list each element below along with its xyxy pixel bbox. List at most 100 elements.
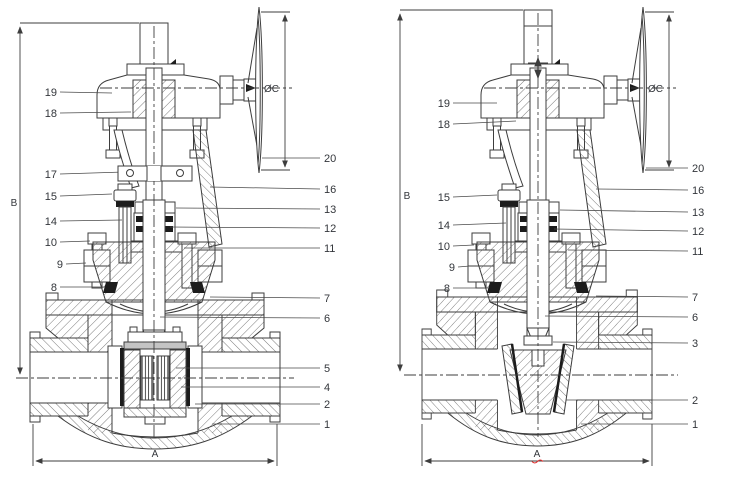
callout-label: 2 xyxy=(692,395,698,407)
dimension-b: B xyxy=(11,22,139,375)
callout-label: 6 xyxy=(692,312,698,324)
callout-label: 12 xyxy=(324,223,336,235)
callout-4: 4 xyxy=(181,382,330,394)
callout-5: 5 xyxy=(176,363,330,375)
callout-16: 16 xyxy=(595,185,704,197)
dimension-b: B xyxy=(397,9,523,372)
callout-1: 1 xyxy=(212,419,330,431)
callout-label: 20 xyxy=(324,153,336,165)
callout-label: 14 xyxy=(45,216,57,228)
callout-16: 16 xyxy=(209,184,336,196)
callout-10: 10 xyxy=(438,241,475,253)
callout-19: 19 xyxy=(438,98,497,110)
callout-10: 10 xyxy=(45,237,91,249)
callout-18: 18 xyxy=(45,108,132,120)
callout-label: 2 xyxy=(324,399,330,411)
callout-label: 7 xyxy=(692,292,698,304)
callout-2: 2 xyxy=(566,395,698,407)
dim-b-label: B xyxy=(11,198,18,209)
callout-7: 7 xyxy=(595,292,698,304)
callout-label: 8 xyxy=(51,282,57,294)
callout-15: 15 xyxy=(438,192,498,204)
callout-2: 2 xyxy=(195,399,330,411)
centerlines xyxy=(404,13,678,437)
dim-a-label: A xyxy=(534,449,541,460)
callout-label: 1 xyxy=(692,419,698,431)
callout-label: 16 xyxy=(692,185,704,197)
left-valve-gate-assembly xyxy=(107,326,203,425)
dimension-a: A xyxy=(421,424,653,466)
callout-label: 11 xyxy=(324,243,335,255)
callout-20: 20 xyxy=(262,153,336,165)
callout-label: 19 xyxy=(438,98,450,110)
disc xyxy=(123,349,141,409)
callout-9: 9 xyxy=(449,262,471,274)
dim-a-label: A xyxy=(152,449,159,460)
callout-label: 5 xyxy=(324,363,330,375)
callout-label: 9 xyxy=(57,259,63,271)
callout-label: 9 xyxy=(449,262,455,274)
callout-8: 8 xyxy=(51,282,105,294)
gland-flange xyxy=(117,165,193,182)
centerlines xyxy=(16,26,294,437)
disc-holder xyxy=(127,331,183,343)
right-valve-callouts-left: 19 18 15 14 10 9 8 xyxy=(438,98,517,295)
callout-label: 10 xyxy=(438,241,450,253)
callout-label: 20 xyxy=(692,163,704,175)
dimension-c: ØC xyxy=(261,11,290,171)
callout-13: 13 xyxy=(559,207,704,219)
callout-20: 20 xyxy=(646,163,704,175)
callout-label: 14 xyxy=(438,220,450,232)
seat-ring xyxy=(187,345,203,409)
right-valve-drawing: B ØC A 19 18 15 14 10 9 8 20 xyxy=(397,7,704,466)
callout-14: 14 xyxy=(45,216,123,228)
callout-9: 9 xyxy=(57,259,87,271)
dim-b-label: B xyxy=(404,191,411,202)
callout-3: 3 xyxy=(552,338,698,350)
callout-label: 1 xyxy=(324,419,330,431)
callout-6: 6 xyxy=(159,313,330,325)
callout-14: 14 xyxy=(438,220,507,232)
left-valve-callouts-left: 19 18 17 15 14 10 9 8 xyxy=(45,87,132,294)
callout-label: 15 xyxy=(438,192,450,204)
callout-label: 11 xyxy=(692,246,703,258)
callout-label: 6 xyxy=(324,313,330,325)
callout-11: 11 xyxy=(184,243,335,255)
callout-label: 15 xyxy=(45,191,57,203)
callout-12: 12 xyxy=(553,226,704,238)
callout-17: 17 xyxy=(45,169,125,181)
callout-7: 7 xyxy=(209,293,330,305)
left-valve-callouts-right: 20 16 13 12 11 7 6 5 4 2 1 xyxy=(159,153,336,431)
callout-6: 6 xyxy=(544,312,698,324)
callout-18: 18 xyxy=(438,119,517,131)
right-valve-callouts-right: 20 16 13 12 11 7 6 3 2 1 xyxy=(544,163,704,431)
spellcheck-underline xyxy=(531,459,544,464)
callout-19: 19 xyxy=(45,87,113,99)
callout-label: 13 xyxy=(692,207,704,219)
callout-1: 1 xyxy=(581,419,698,431)
callout-label: 10 xyxy=(45,237,57,249)
callout-13: 13 xyxy=(175,204,336,216)
callout-15: 15 xyxy=(45,191,113,203)
callout-label: 18 xyxy=(438,119,450,131)
disc xyxy=(169,349,187,409)
callout-label: 3 xyxy=(692,338,698,350)
callout-label: 18 xyxy=(45,108,57,120)
dim-c-label: ØC xyxy=(648,84,663,95)
callout-label: 17 xyxy=(45,169,57,181)
callout-12: 12 xyxy=(169,223,336,235)
spacer-band xyxy=(123,341,187,350)
callout-11: 11 xyxy=(567,246,703,258)
left-valve-drawing: B ØC A 19 18 17 15 14 10 9 8 xyxy=(11,7,336,466)
dimension-c: ØC xyxy=(645,11,674,171)
dim-c-label: ØC xyxy=(264,84,279,95)
callout-8: 8 xyxy=(444,283,489,295)
callout-label: 7 xyxy=(324,293,330,305)
callout-label: 8 xyxy=(444,283,450,295)
seat-ring xyxy=(107,345,123,409)
dimension-a: A xyxy=(32,424,278,466)
callout-label: 4 xyxy=(324,382,330,394)
callout-label: 19 xyxy=(45,87,57,99)
